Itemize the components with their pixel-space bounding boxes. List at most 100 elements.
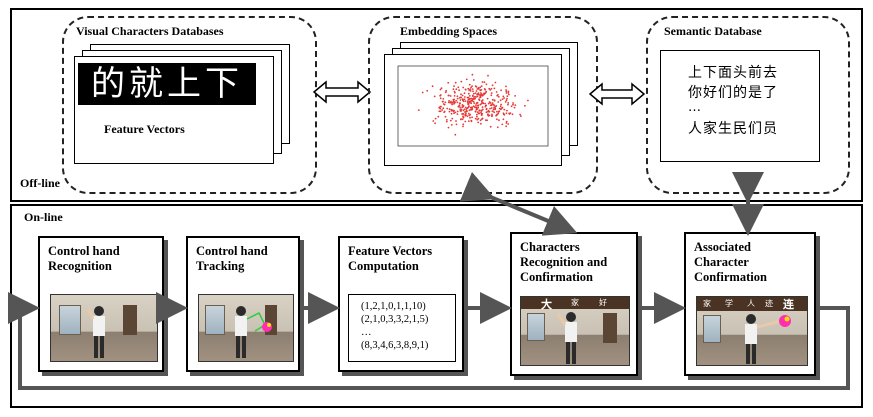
- scatter-point: [467, 112, 470, 115]
- scatter-point: [450, 108, 453, 111]
- scatter-point: [497, 101, 500, 103]
- scatter-point: [494, 107, 497, 110]
- scatter-point: [489, 107, 491, 110]
- scatter-point: [484, 88, 487, 91]
- scatter-point: [471, 73, 474, 76]
- scatter-point: [463, 108, 466, 111]
- scatter-point: [444, 101, 447, 104]
- scatter-point: [445, 120, 448, 123]
- scatter-point: [467, 92, 470, 95]
- step5-title-line1: Associated: [694, 240, 751, 254]
- scatter-point: [481, 118, 483, 121]
- scatter-point: [501, 123, 504, 126]
- scatter-point: [491, 102, 494, 104]
- scatter-point: [479, 96, 481, 99]
- scatter-point: [454, 111, 457, 114]
- bidirectional-arrow-1: [312, 80, 372, 104]
- scatter-point: [441, 109, 444, 111]
- vector-row: (8,3,4,6,3,8,9,1): [361, 340, 429, 351]
- scatter-point: [477, 104, 480, 107]
- step1-title-line1: Control hand: [48, 244, 120, 258]
- scatter-point: [498, 110, 501, 112]
- scatter-point: [505, 92, 508, 94]
- scatter-point: [449, 95, 452, 97]
- scatter-point: [485, 108, 488, 111]
- scatter-point: [487, 113, 489, 116]
- scatter-point: [500, 107, 503, 110]
- scatter-point: [475, 90, 478, 92]
- person-confirm-figure: [745, 314, 791, 364]
- scatter-point: [433, 95, 436, 98]
- step3-title-line2: Computation: [348, 259, 419, 273]
- scatter-point: [496, 118, 498, 121]
- scatter-point: [459, 106, 461, 109]
- scatter-point: [461, 94, 464, 97]
- scatter-point: [489, 125, 492, 128]
- scatter-point: [474, 95, 476, 98]
- scatter-point: [496, 126, 499, 129]
- scatter-point: [514, 95, 516, 97]
- scatter-point: [458, 104, 461, 107]
- scatter-point: [439, 88, 442, 91]
- scatter-point: [514, 104, 517, 106]
- scatter-point: [434, 117, 437, 120]
- step3-title-line1: Feature Vectors: [348, 244, 433, 258]
- step1-title-line2: Recognition: [48, 259, 112, 273]
- scatter-point: [452, 100, 455, 103]
- scatter-point: [453, 98, 455, 101]
- scatter-point: [447, 126, 450, 129]
- scatter-point: [447, 101, 450, 104]
- scatter-point: [480, 94, 483, 97]
- online-label: On-line: [24, 210, 63, 224]
- scatter-point: [434, 122, 436, 125]
- scatter-point: [464, 96, 466, 98]
- scatter-point: [474, 85, 477, 88]
- scatter-point: [464, 111, 466, 113]
- vector-row: (1,2,1,0,1,1,10): [361, 301, 426, 312]
- scatter-point: [472, 100, 475, 103]
- scatter-point: [498, 119, 500, 122]
- scatter-point: [462, 115, 464, 118]
- scatter-point: [507, 123, 510, 125]
- scatter-point: [442, 107, 445, 110]
- scatter-point: [443, 103, 446, 106]
- scatter-point: [511, 113, 514, 116]
- scatter-point: [462, 100, 465, 103]
- scatter-point: [432, 120, 435, 122]
- scatter-point: [438, 110, 441, 113]
- scatter-point: [481, 81, 484, 83]
- scatter-point: [482, 101, 484, 104]
- scatter-point: [448, 100, 450, 102]
- visual-db-title: Visual Characters Databases: [76, 24, 224, 38]
- scatter-point: [489, 89, 491, 91]
- scatter-point: [489, 102, 492, 104]
- scatter-point: [497, 95, 500, 98]
- scatter-point: [471, 85, 473, 87]
- scatter-point: [462, 86, 465, 89]
- photo5-char-1: 家: [703, 299, 711, 308]
- scatter-point: [519, 113, 521, 116]
- scatter-point: [431, 85, 434, 88]
- embedding-title: Embedding Spaces: [400, 24, 498, 38]
- scatter-point: [449, 119, 452, 122]
- scatter-point: [477, 106, 480, 109]
- scatter-point: [452, 110, 455, 113]
- scatter-point: [459, 99, 462, 101]
- scatter-point: [493, 99, 496, 102]
- scatter-point: [477, 121, 480, 124]
- scatter-point: [490, 107, 493, 109]
- scatter-point: [506, 97, 508, 100]
- scatter-point: [491, 84, 494, 87]
- scatter-point: [439, 94, 442, 96]
- scatter-point: [459, 96, 462, 99]
- embedding-scatter-plot: [397, 65, 549, 147]
- scatter-point: [491, 110, 494, 113]
- scatter-point: [480, 112, 483, 115]
- scatter-point: [470, 108, 473, 111]
- scatter-point: [494, 81, 497, 84]
- scatter-point: [480, 89, 483, 91]
- semantic-line-4: 人家生民们员: [688, 121, 778, 137]
- scatter-point: [505, 122, 508, 124]
- scatter-point: [483, 81, 486, 83]
- photo5-char-4: 人: [747, 299, 755, 308]
